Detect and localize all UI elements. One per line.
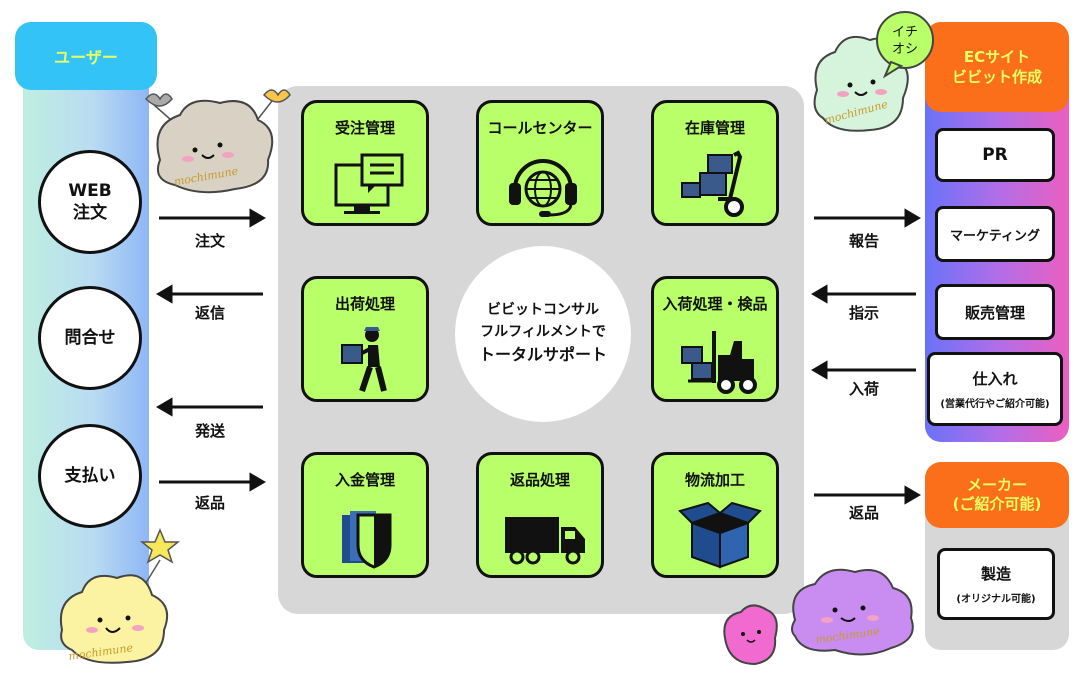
maker-header: メーカー (ご紹介可能) — [925, 462, 1069, 528]
monitor-chat-icon — [334, 153, 404, 214]
ec-header-line2: ビビット作成 — [951, 68, 1042, 86]
receiving-inspection-label: 入荷処理・検品 — [662, 295, 768, 313]
logistics-processing-label: 物流加工 — [684, 471, 745, 489]
reply-arrow — [156, 284, 263, 304]
right-arrows — [811, 208, 921, 505]
ec-header-line1: ECサイト — [963, 47, 1031, 66]
instruction-arrow-label: 指示 — [848, 304, 879, 322]
inventory-management-card: 在庫管理 — [651, 100, 779, 226]
manufacturing-box: 製造 (オリジナル可能) — [937, 548, 1055, 620]
report-arrow — [814, 208, 921, 228]
call-center-card: コールセンター — [476, 100, 604, 226]
purchasing-label: 仕入れ — [972, 370, 1018, 388]
order-arrow-label: 注文 — [194, 232, 225, 250]
open-box-icon — [678, 501, 762, 569]
center-text-line3: トータルサポート — [478, 345, 607, 365]
receiving-inspection-card: 入荷処理・検品 — [651, 276, 779, 402]
mochimune-mascot-mint: mochimune イチ オシ — [813, 11, 934, 132]
stock-in-arrow — [811, 360, 916, 380]
order-management-card: 受注管理 — [301, 100, 429, 226]
sales-management-label: 販売管理 — [964, 303, 1025, 322]
shipping-label: 出荷処理 — [334, 295, 395, 313]
left-arrows — [156, 208, 266, 492]
inquiry-node: 問合せ — [38, 286, 142, 390]
return-arrow-left — [159, 472, 266, 492]
order-management-label: 受注管理 — [334, 119, 395, 137]
headset-globe-icon — [509, 159, 577, 217]
manufacturing-label: 製造 — [980, 565, 1011, 583]
logistics-processing-card: 物流加工 — [651, 452, 779, 578]
payment-management-card: 入金管理 — [301, 452, 429, 578]
return-processing-card: 返品処理 — [476, 452, 604, 578]
ec-header: ECサイト ビビット作成 — [925, 22, 1069, 112]
stock-in-arrow-label: 入荷 — [848, 380, 879, 398]
return-arrow-label-left: 返品 — [194, 494, 225, 512]
pr-label: PR — [982, 145, 1008, 165]
badge-line1: イチ — [892, 25, 918, 40]
shipping-card: 出荷処理 — [301, 276, 429, 402]
reply-arrow-label: 返信 — [194, 304, 225, 322]
instruction-arrow — [811, 284, 916, 304]
hand-truck-icon — [681, 150, 744, 217]
marketing-label: マーケティング — [950, 228, 1040, 244]
mochimune-mascot-purple: mochimune — [723, 568, 914, 666]
ship-arrow — [156, 397, 263, 417]
sales-management-box: 販売管理 — [935, 284, 1055, 340]
delivery-person-icon — [341, 327, 387, 392]
pr-box: PR — [935, 128, 1055, 182]
purchasing-sublabel: (営業代行やご紹介可能) — [940, 399, 1050, 410]
maker-header-line1: メーカー — [966, 475, 1027, 494]
payment-management-label: 入金管理 — [334, 471, 395, 489]
user-header: ユーザー — [15, 22, 157, 90]
order-arrow — [159, 208, 266, 228]
center-text-line1: ビビットコンサル — [487, 301, 599, 318]
truck-icon — [505, 517, 585, 565]
maker-header-line2: (ご紹介可能) — [952, 495, 1042, 513]
return-arrow-right — [814, 485, 921, 505]
ship-arrow-label: 発送 — [194, 422, 225, 440]
mochimune-mascot-yellow: mochimune — [60, 528, 181, 664]
mochimune-mascot-gray: mochimune — [144, 89, 291, 194]
marketing-box: マーケティング — [935, 206, 1055, 262]
manufacturing-sublabel: (オリジナル可能) — [956, 594, 1036, 605]
return-processing-label: 返品処理 — [509, 471, 570, 489]
purchasing-box: 仕入れ (営業代行やご紹介可能) — [927, 352, 1063, 426]
shield-icon — [342, 511, 392, 569]
payment-node: 支払い — [38, 424, 142, 528]
badge-line2: オシ — [892, 42, 918, 57]
call-center-label: コールセンター — [487, 119, 593, 137]
forklift-icon — [681, 331, 757, 394]
center-text-line2: フルフィルメントで — [480, 323, 606, 340]
center-circle: ビビットコンサル フルフィルメントで トータルサポート — [455, 246, 631, 422]
report-arrow-label: 報告 — [848, 232, 879, 250]
web-order-node: WEB 注文 — [38, 150, 142, 254]
inventory-management-label: 在庫管理 — [684, 119, 745, 137]
return-arrow-label-right: 返品 — [848, 504, 879, 522]
